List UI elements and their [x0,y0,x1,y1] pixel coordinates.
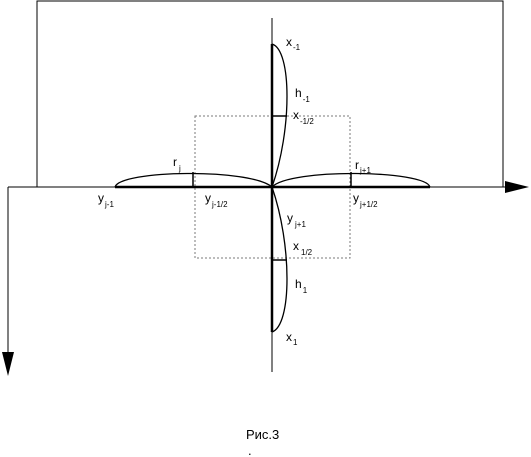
label-x-1: x1 [286,330,298,347]
label-x-minus-half: x-1/2 [293,108,314,126]
caption-mark: . [248,443,252,457]
right-petal [271,172,431,188]
outer-frame [36,0,504,188]
upper-petal [271,43,288,188]
left-axis-arrow-icon [2,352,14,376]
figure-caption: Рис.3 [246,427,279,442]
label-x-minus1: x-1 [286,35,301,52]
label-h-minus1: h-1 [295,86,310,104]
label-y-j1-half: yj+1/2 [353,191,378,209]
label-r-j1: rj+1 [355,158,371,175]
label-y-jm1: yj-1 [98,191,114,209]
left-petal [114,172,273,188]
lower-petal [271,186,288,333]
label-y-j-half: yj-1/2 [205,191,228,209]
horizontal-axis-arrow-icon [505,181,529,193]
label-h-1: h1 [295,277,308,295]
